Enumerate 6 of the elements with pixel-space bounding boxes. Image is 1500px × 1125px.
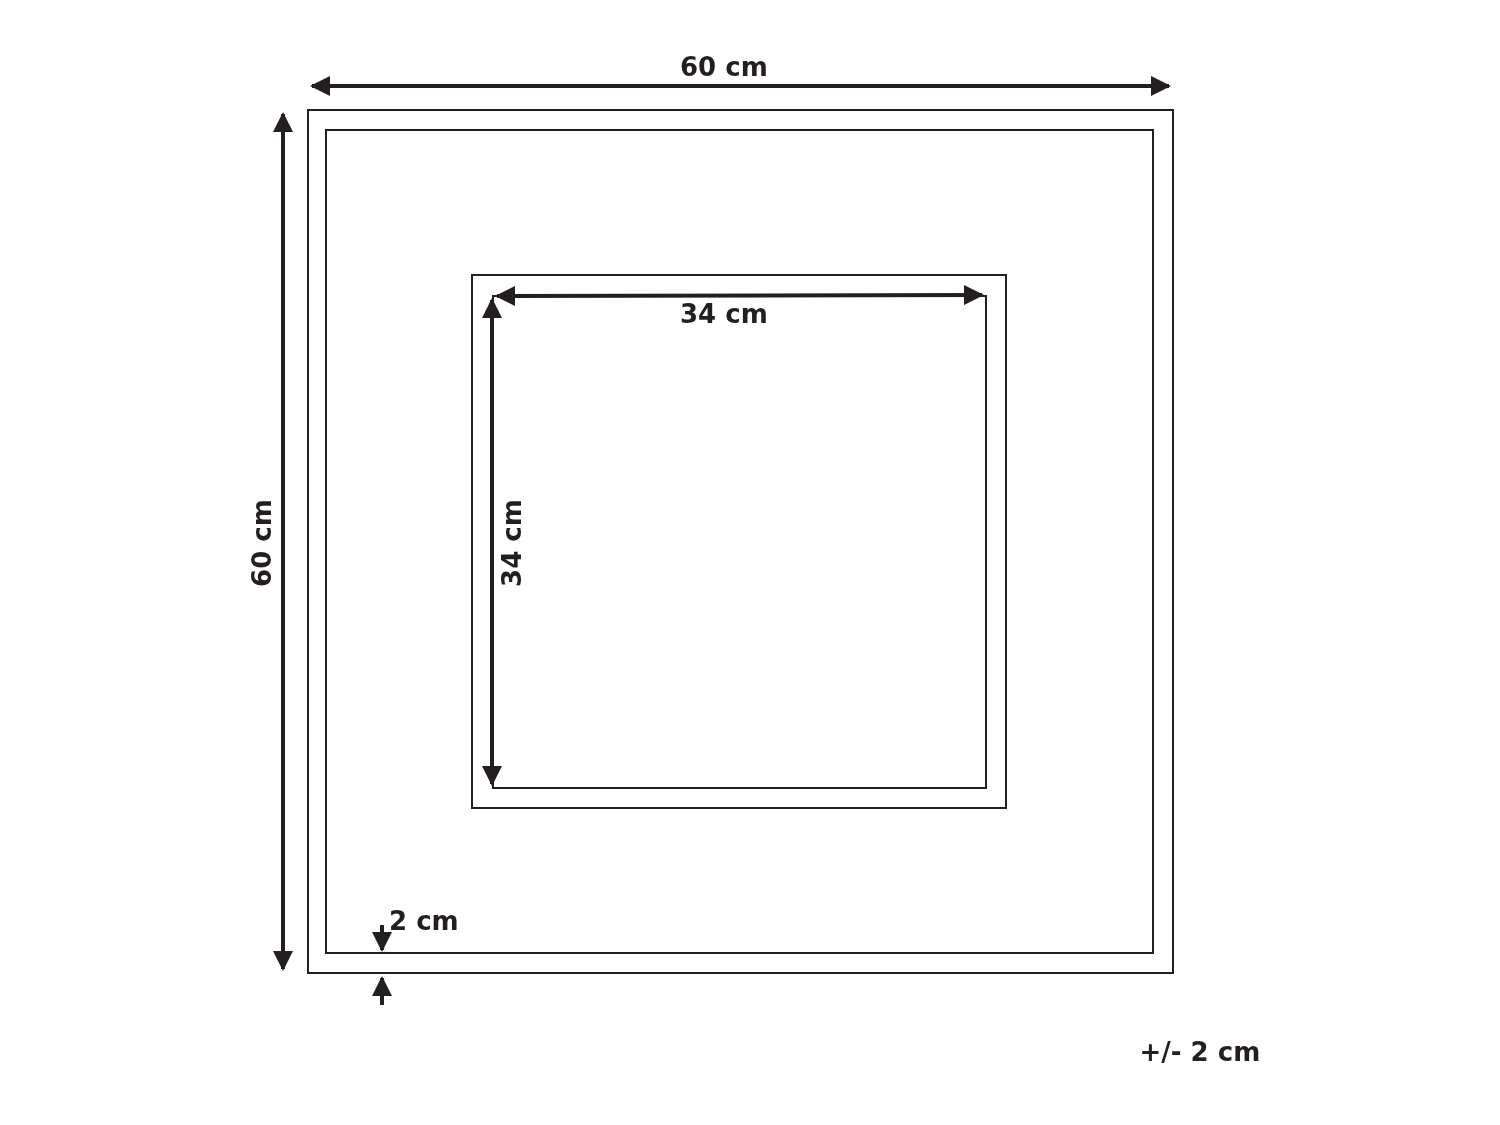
dimension-label: 34 cm [498,499,525,587]
dimension-label: 34 cm [680,301,768,327]
dimension-label: 60 cm [680,54,768,80]
dimension-label: 60 cm [248,499,275,587]
dimension-label: 2 cm [389,908,459,934]
tolerance-note: +/- 2 cm [1139,1039,1261,1065]
